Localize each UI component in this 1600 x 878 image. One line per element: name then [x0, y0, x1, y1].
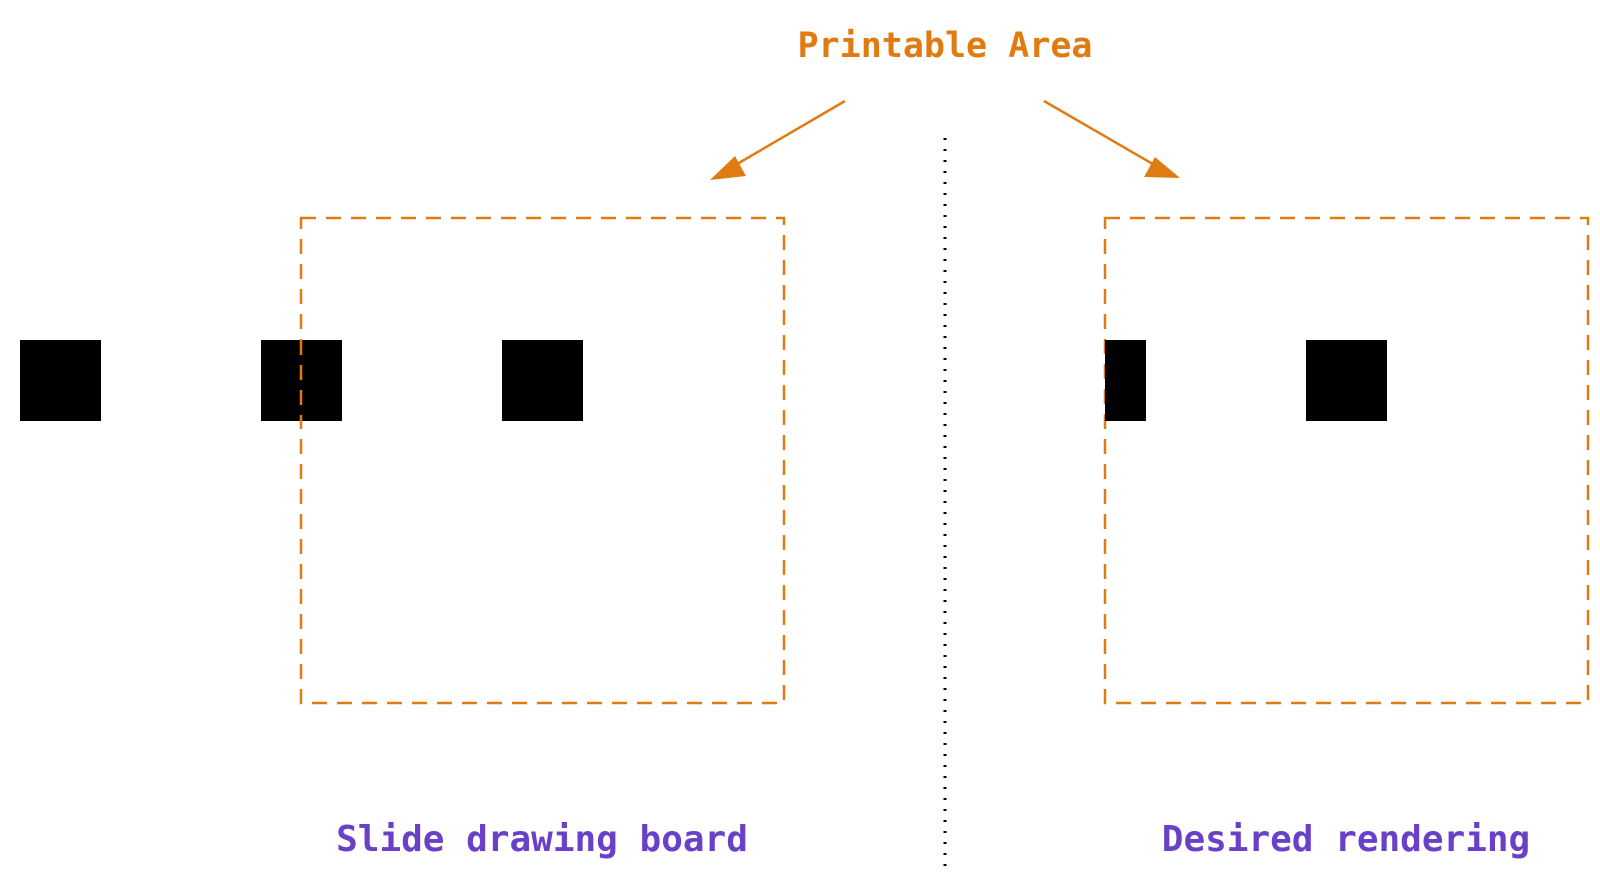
arrow-right	[1043, 99, 1180, 178]
block-right-2	[1306, 340, 1387, 421]
block-left-1	[20, 340, 101, 421]
caption-desired-rendering: Desired rendering	[1162, 819, 1530, 860]
arrow-left	[710, 99, 846, 180]
printable-area-left	[299, 216, 786, 705]
block-right-clipped	[1105, 340, 1146, 421]
printable-area-right	[1103, 216, 1590, 705]
block-left-3	[502, 340, 583, 421]
printable-area-title: Printable Area	[797, 26, 1092, 66]
caption-slide-drawing-board: Slide drawing board	[336, 819, 748, 860]
